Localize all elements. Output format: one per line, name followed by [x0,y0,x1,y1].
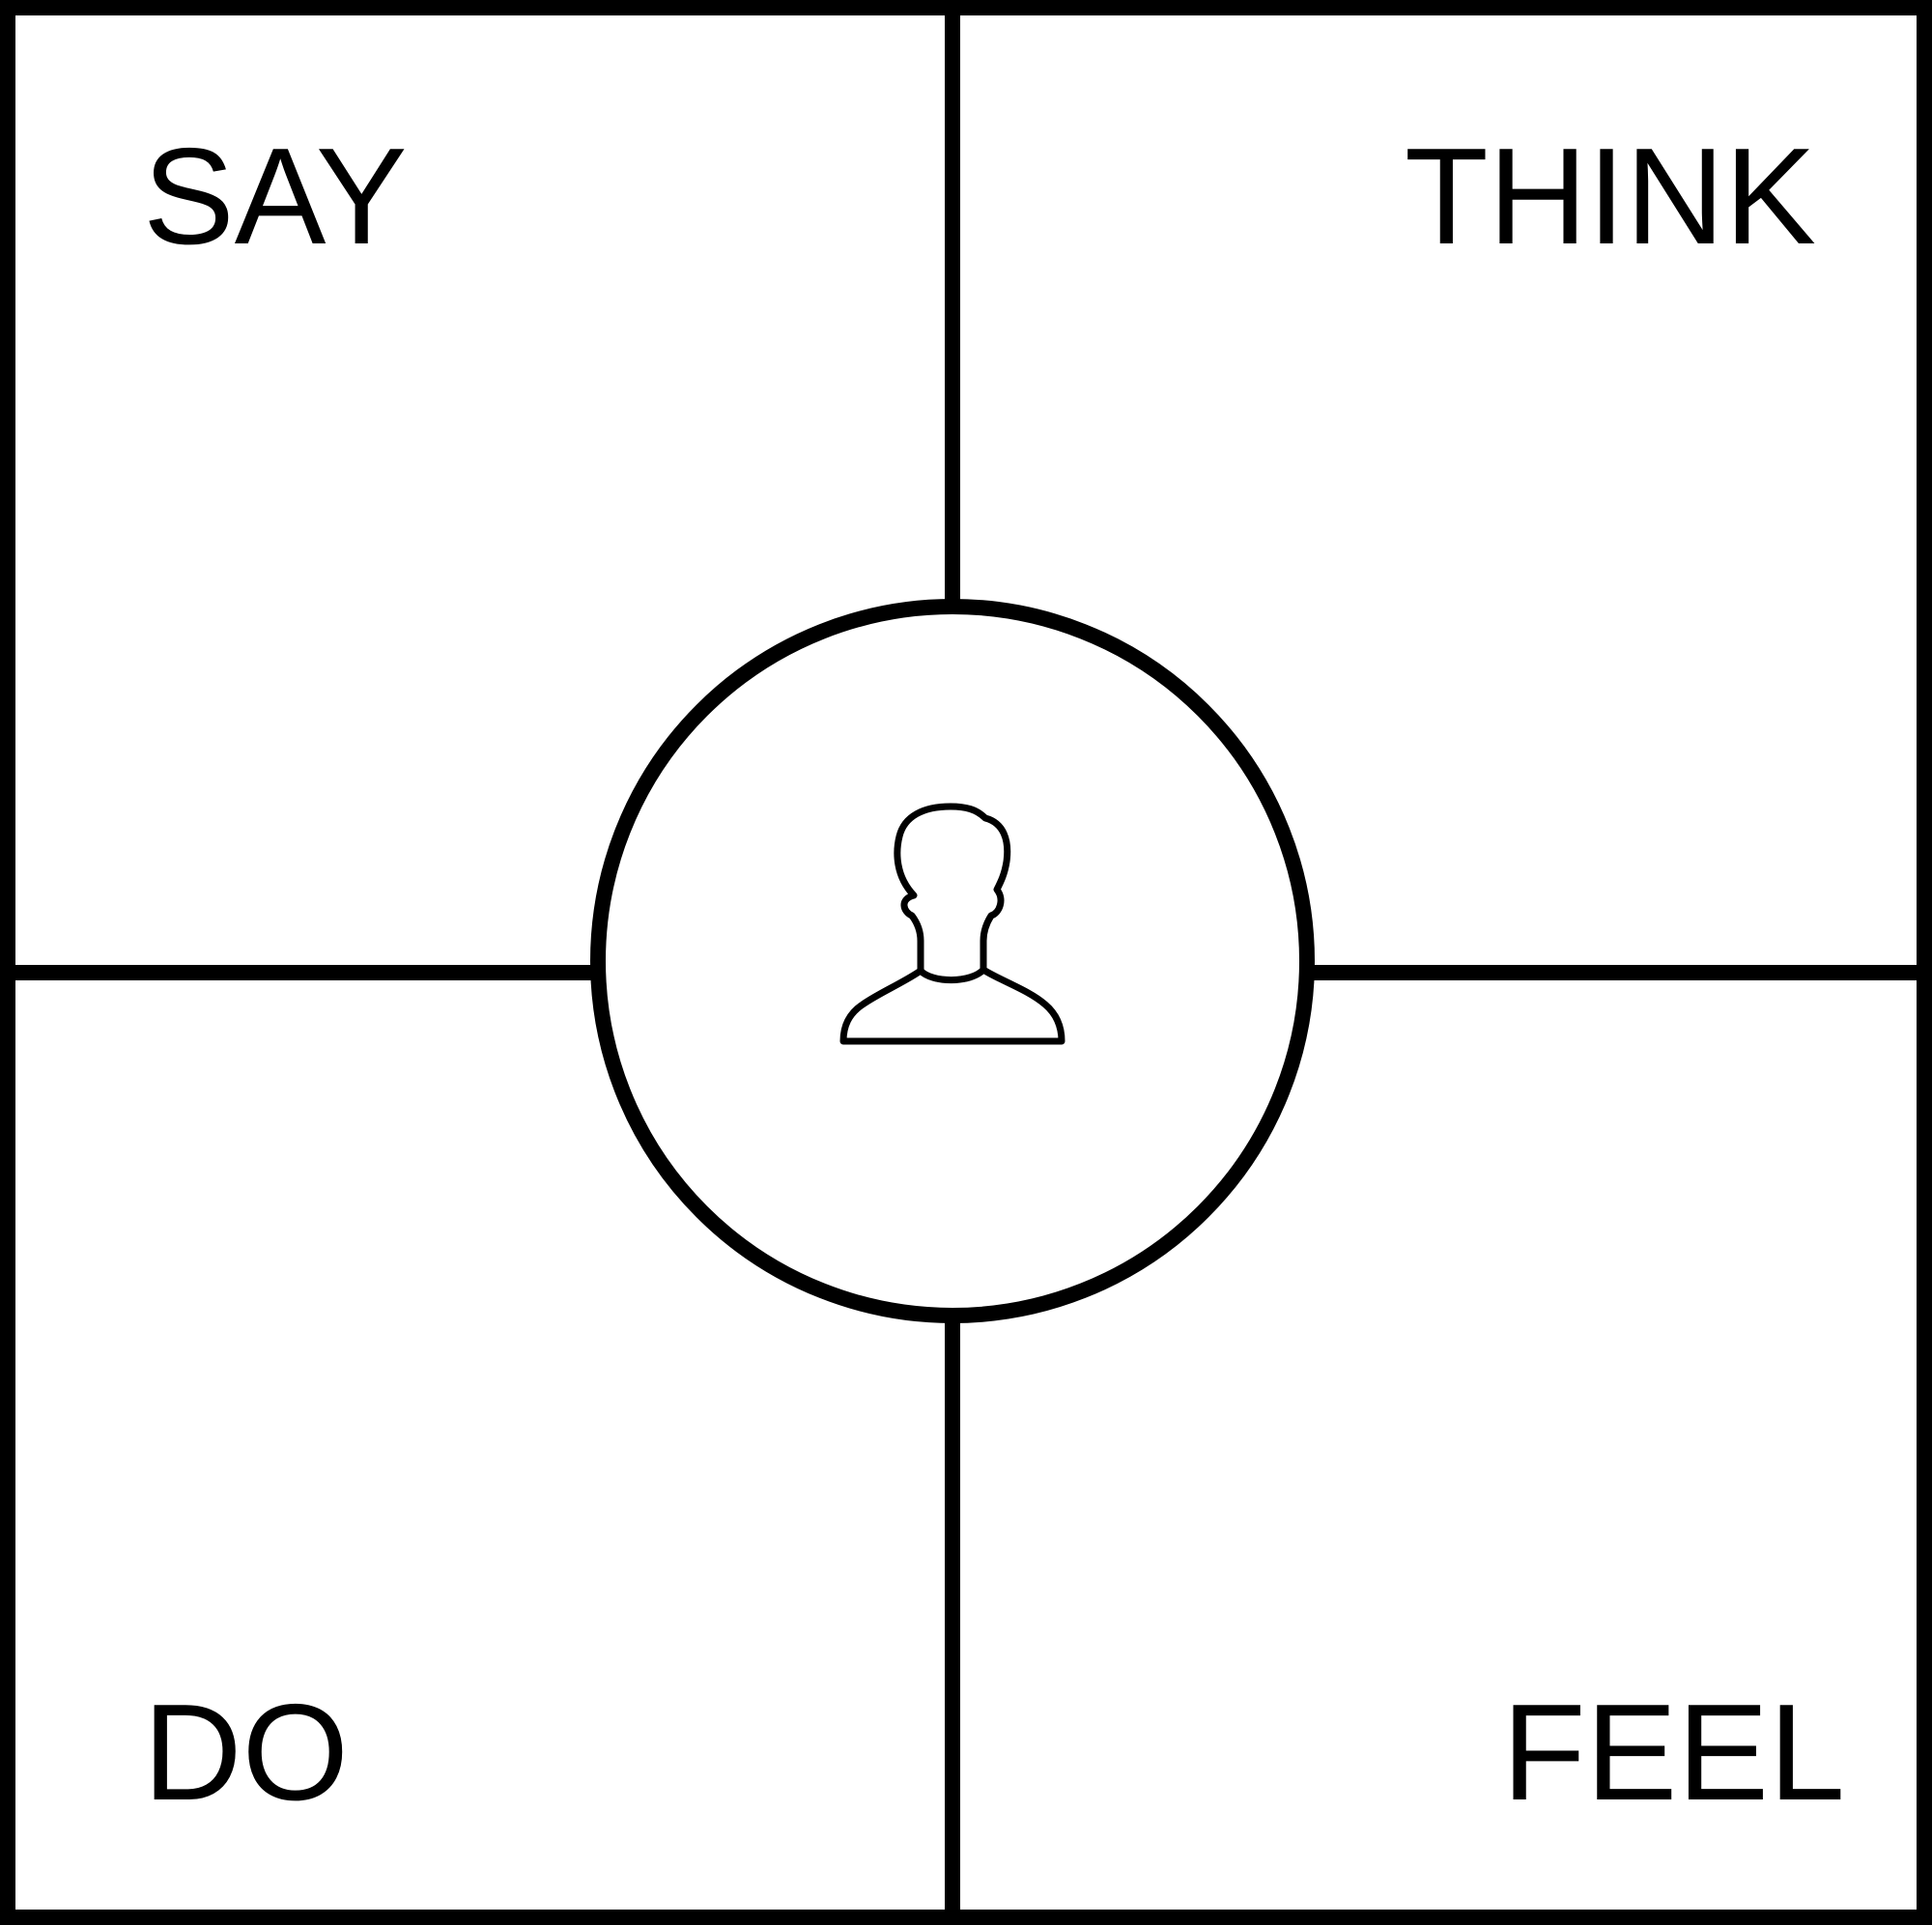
quadrant-label-feel: FEEL [1502,1676,1845,1829]
user-silhouette-icon [839,803,1065,1045]
quadrant-label-do: DO [143,1676,349,1829]
quadrant-label-say: SAY [143,120,408,273]
persona-circle [590,599,1315,1323]
quadrant-label-think: THINK [1405,120,1816,273]
